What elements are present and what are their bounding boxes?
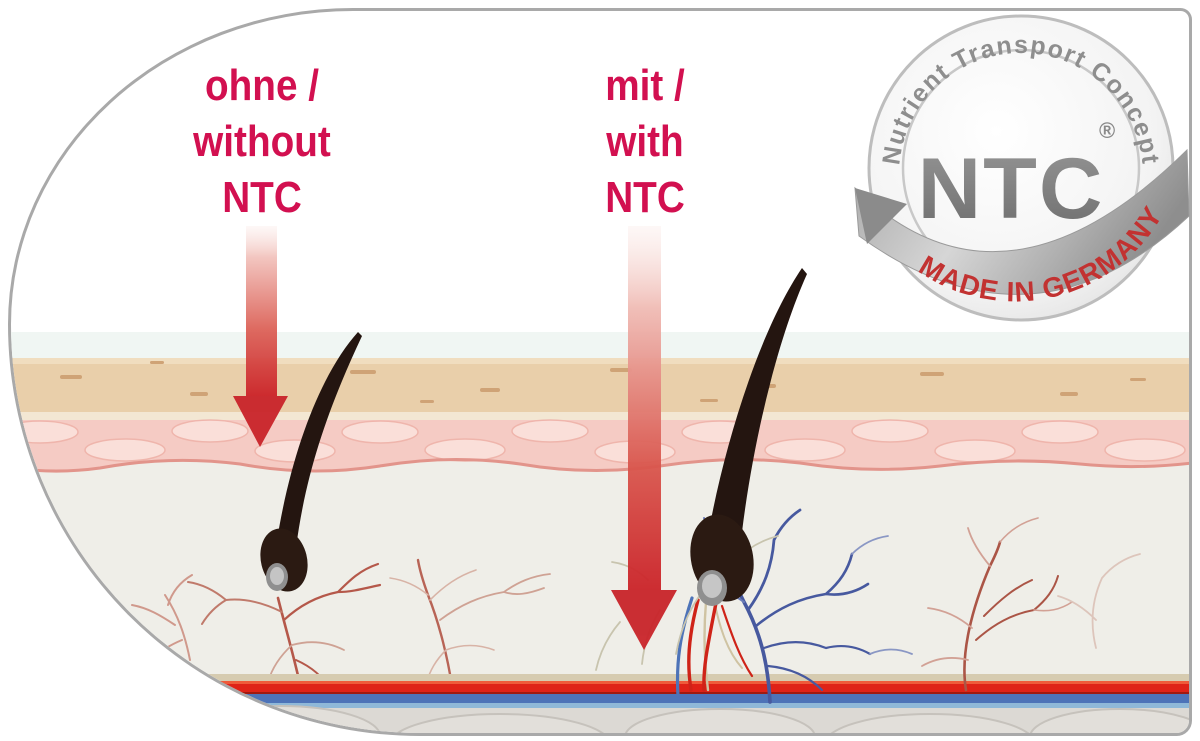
penetration-arrow-with-ntc bbox=[611, 226, 677, 650]
capillary-tree-right bbox=[921, 517, 1073, 692]
label-line: mit / bbox=[605, 61, 685, 110]
skin-cross-section bbox=[11, 226, 1189, 733]
penetration-arrow-without-ntc bbox=[233, 226, 288, 447]
right-follicle-vessels bbox=[675, 596, 754, 698]
label-line: NTC bbox=[605, 173, 685, 222]
label-line: NTC bbox=[222, 173, 302, 222]
capillary-cluster-left-follicle bbox=[187, 562, 382, 691]
badge-ntc-text: NTC bbox=[918, 141, 1105, 237]
label-line: ohne / bbox=[204, 61, 320, 110]
hair-follicle-with-ntc bbox=[690, 268, 807, 606]
ntc-made-in-germany-badge: Nutrient Transport Concept NTC ® MADE IN… bbox=[854, 14, 1190, 322]
badge-ribbon bbox=[854, 148, 1190, 295]
label-line: without bbox=[193, 117, 331, 166]
badge-registered-mark: ® bbox=[1099, 118, 1115, 143]
label-without-ntc: ohne / without NTC bbox=[156, 58, 367, 226]
skin-surface-sheen bbox=[11, 332, 1189, 358]
capillary-tree-far-right-faint bbox=[1057, 553, 1141, 649]
label-line: with bbox=[606, 117, 684, 166]
label-with-ntc: mit / with NTC bbox=[539, 58, 750, 226]
subcutis-layer bbox=[11, 705, 1189, 733]
capillary-tree-faint-left bbox=[131, 574, 193, 663]
horizontal-blood-vessels bbox=[11, 674, 1189, 708]
hair-follicle-without-ntc bbox=[260, 332, 362, 592]
capillary-tree-middle bbox=[389, 558, 551, 688]
stratum-corneum-layer bbox=[11, 358, 1189, 420]
